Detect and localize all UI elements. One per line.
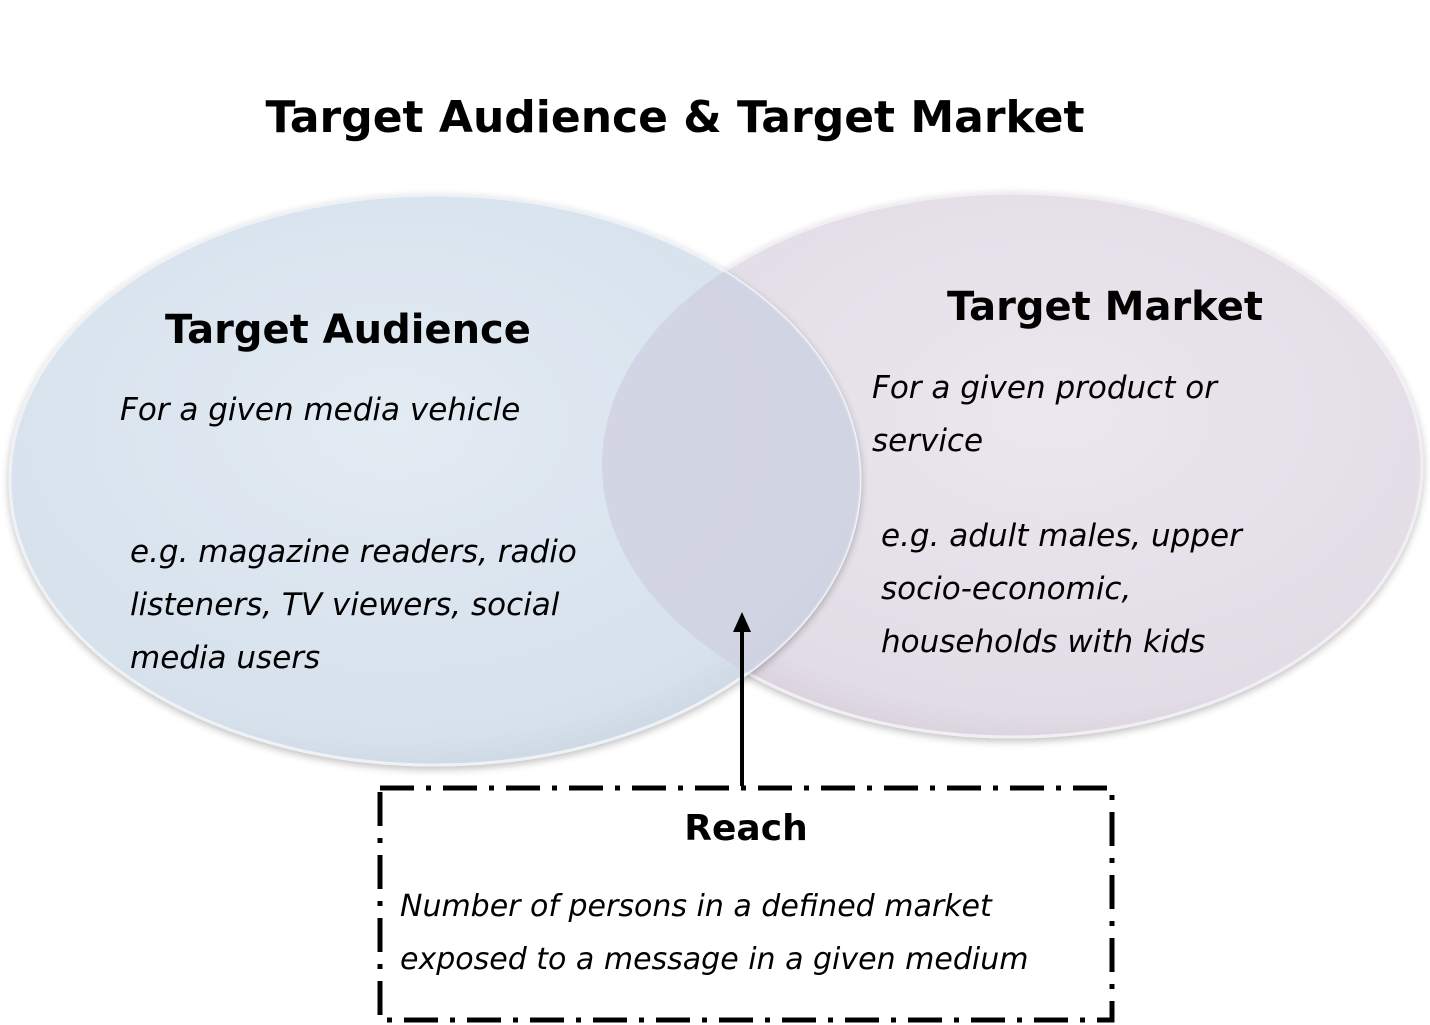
reach-arrowhead <box>733 612 751 632</box>
target-audience-heading: Target Audience <box>165 307 531 353</box>
reach-description-line: Number of persons in a defined market <box>400 889 992 924</box>
target-market-description: For a given product or service <box>872 362 1217 468</box>
target-market-example-line: e.g. adult males, upper <box>881 518 1242 554</box>
reach-box <box>377 785 1115 1023</box>
reach-description: Number of persons in a defined market ex… <box>400 880 1028 986</box>
target-market-examples: e.g. adult males, upper socio-economic, … <box>881 510 1242 669</box>
target-market-example-line: socio-economic, <box>881 571 1132 607</box>
diagram-title: Target Audience & Target Market <box>265 92 1085 143</box>
target-market-description-line: service <box>872 423 984 459</box>
target-audience-example-line: media users <box>130 640 321 676</box>
reach-description-line: exposed to a message in a given medium <box>400 942 1029 977</box>
target-audience-examples: e.g. magazine readers, radio listeners, … <box>130 526 577 685</box>
target-market-heading: Target Market <box>947 284 1263 330</box>
target-audience-example-line: e.g. magazine readers, radio <box>130 534 577 570</box>
reach-heading: Reach <box>684 808 808 849</box>
target-market-description-line: For a given product or <box>872 370 1217 406</box>
target-audience-example-line: listeners, TV viewers, social <box>130 587 560 623</box>
target-audience-description: For a given media vehicle <box>120 392 521 428</box>
target-market-example-line: households with kids <box>881 624 1206 660</box>
